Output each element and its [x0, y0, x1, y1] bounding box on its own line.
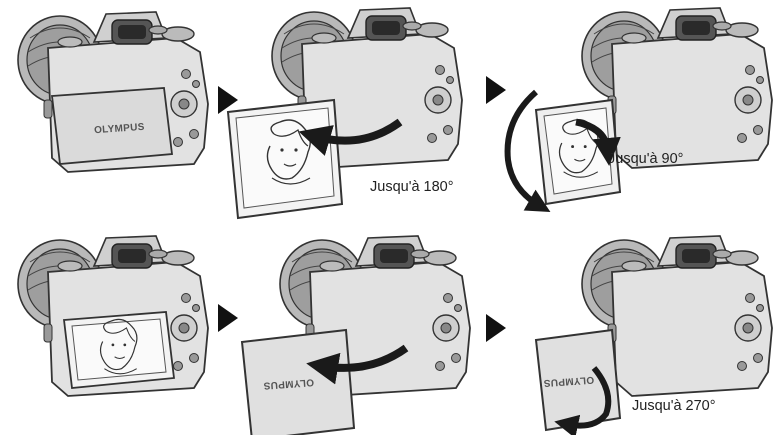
- rotate-180-arrow: [508, 92, 540, 206]
- label-up-to-90: Jusqu'à 90°: [608, 151, 683, 167]
- next-step-arrow-1: [218, 86, 238, 114]
- label-up-to-270: Jusqu'à 270°: [632, 398, 716, 414]
- next-step-arrow-3: [218, 304, 238, 332]
- next-step-arrow-2: [486, 76, 506, 104]
- camera-step-3: [536, 8, 772, 204]
- camera-step-4: [18, 236, 208, 396]
- next-step-arrow-4: [486, 314, 506, 342]
- camera-step-5: OLYMPUS: [242, 236, 470, 435]
- label-up-to-180: Jusqu'à 180°: [370, 179, 454, 195]
- camera-step-1: OLYMPUS: [18, 12, 208, 172]
